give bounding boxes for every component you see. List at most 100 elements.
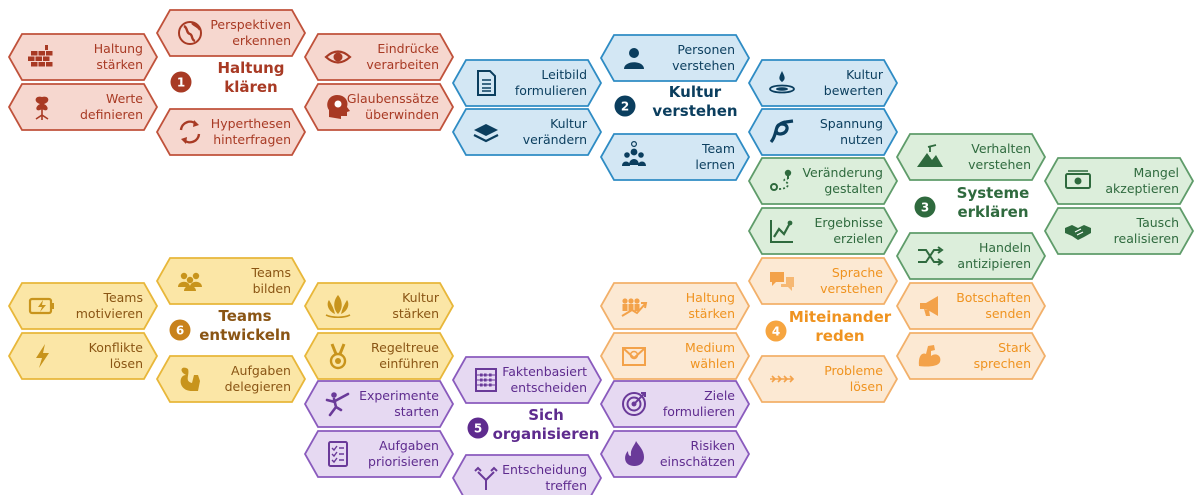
- tile-hexagon: [155, 257, 307, 305]
- tile-label-line: Werte: [106, 91, 143, 106]
- tile-hexagon: [1043, 207, 1195, 255]
- kick-icon: [325, 392, 350, 417]
- hub-title-line2: verstehen: [652, 102, 737, 120]
- brick-wall-icon: [28, 45, 53, 67]
- tile-label-line: Sprache: [832, 265, 883, 280]
- tile-label-line: formulieren: [663, 404, 735, 419]
- tile-label-line: einschätzen: [660, 454, 735, 469]
- tile-label-line: delegieren: [225, 379, 291, 394]
- tile-hexagon: [303, 83, 455, 131]
- badge-number: 3: [921, 201, 929, 215]
- tile-hexagon: [895, 332, 1047, 380]
- tile-label-line: Konflikte: [89, 340, 144, 355]
- tile-label-line: erzielen: [833, 231, 883, 246]
- tile-label-line: Teams: [250, 265, 291, 280]
- tile-label-line: Handeln: [979, 240, 1031, 255]
- tile-label-line: Botschaften: [956, 290, 1031, 305]
- tile-label-line: Probleme: [824, 363, 883, 378]
- tile-hexagon: [599, 380, 751, 428]
- tile-label-line: realisieren: [1114, 231, 1179, 246]
- tile-label-line: gestalten: [824, 181, 883, 196]
- handshake-icon: [1065, 225, 1091, 240]
- group-growth-icon: [621, 298, 648, 317]
- hub-title-line1: Haltung: [217, 59, 284, 77]
- tile-label-line: lernen: [695, 157, 735, 172]
- tile-label-line: Veränderung: [802, 165, 883, 180]
- tile-hexagon: [747, 59, 899, 107]
- tile-label-line: einführen: [379, 356, 439, 371]
- tile-label-line: nutzen: [840, 132, 883, 147]
- tile-label-line: verstehen: [672, 58, 735, 73]
- tile-label-line: Hyperthesen: [211, 116, 291, 131]
- tile-label-line: verarbeiten: [366, 57, 439, 72]
- cycle-arrows-icon: [179, 120, 201, 144]
- tile-hexagon: [451, 454, 603, 495]
- tile-label-line: priorisieren: [368, 454, 439, 469]
- hub-title-line2: entwickeln: [199, 326, 290, 344]
- globe-icon: [178, 21, 202, 45]
- tile-hexagon: [747, 355, 899, 403]
- badge-number: 6: [176, 324, 184, 338]
- tile-hexagon: [599, 282, 751, 330]
- layers-icon: [473, 124, 499, 143]
- badge-number: 5: [474, 422, 482, 436]
- number-badge: [914, 196, 936, 218]
- hub-title-line2: klären: [224, 78, 278, 96]
- tile-label-line: akzeptieren: [1105, 181, 1179, 196]
- tile-hexagon: [303, 33, 455, 81]
- tile-label-line: Eindrücke: [377, 41, 439, 56]
- envelope-icon: [622, 347, 646, 366]
- tile-label-line: Glaubenssätze: [347, 91, 439, 106]
- tile-hexagon: [155, 9, 307, 57]
- battery-icon: [28, 297, 54, 315]
- chat-icon: [770, 272, 794, 291]
- tile-hexagon: [895, 282, 1047, 330]
- tile-label-line: senden: [985, 306, 1031, 321]
- number-badge: [765, 320, 787, 342]
- lightning-icon: [36, 344, 49, 368]
- tile-label-line: Teams: [102, 290, 143, 305]
- tile-label-line: stärken: [688, 306, 735, 321]
- tile-label-line: motivieren: [76, 306, 143, 321]
- tile-label-line: Mangel: [1134, 165, 1179, 180]
- person-icon: [624, 48, 644, 69]
- tile-hexagon: [599, 133, 751, 181]
